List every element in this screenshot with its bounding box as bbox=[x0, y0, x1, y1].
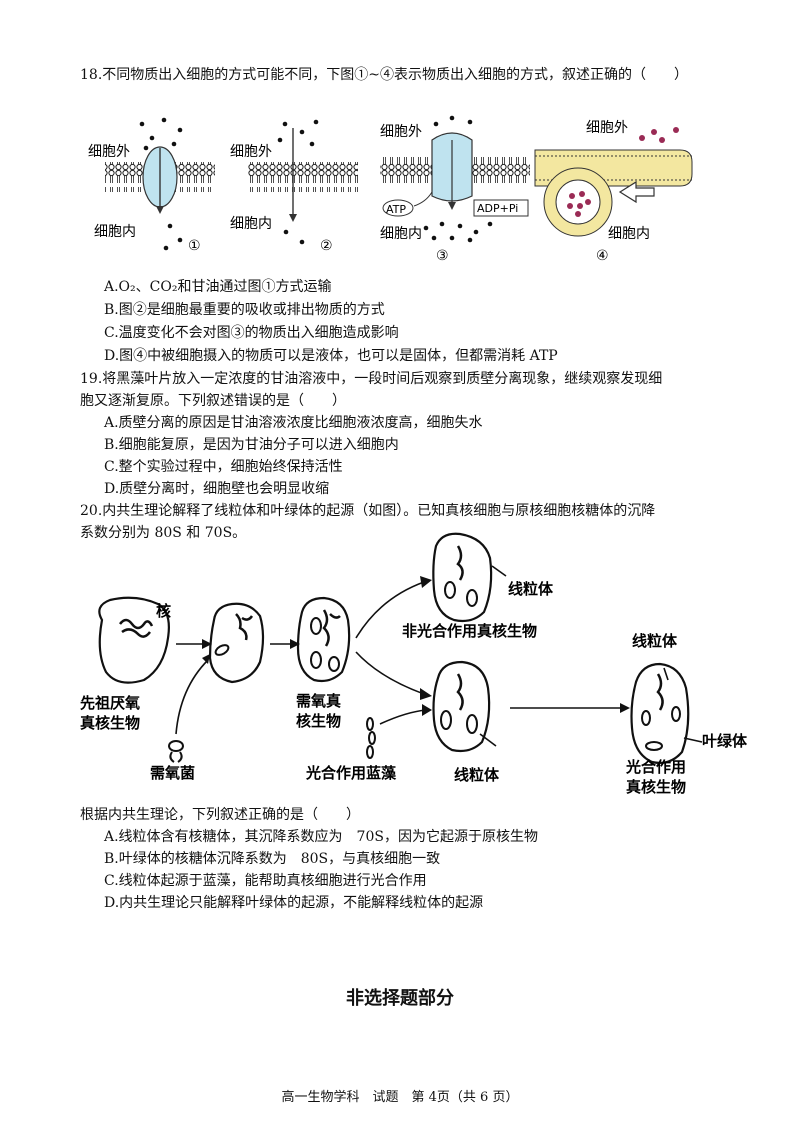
photo-eukaryote-cell bbox=[630, 662, 690, 764]
number-1: ① bbox=[188, 238, 201, 254]
lipid-bilayer bbox=[248, 162, 358, 192]
q19-stem-line2: 胞又逐渐复原。下列叙述错误的是（ ） bbox=[80, 393, 346, 409]
cyano-label: 光合作用蓝藻 bbox=[305, 764, 397, 782]
mito-right-label: 线粒体 bbox=[632, 632, 678, 650]
inside-label-1: 细胞内 bbox=[94, 224, 136, 240]
mito-mid-label: 线粒体 bbox=[454, 766, 500, 784]
q20-option-b: B.叶绿体的核糖体沉降系数为 80S，与真核细胞一致 bbox=[104, 851, 441, 867]
ancestor-cell bbox=[98, 596, 170, 684]
q19-option-b: B.细胞能复原，是因为甘油分子可以进入细胞内 bbox=[104, 437, 399, 453]
chloroplast-label: 叶绿体 bbox=[702, 732, 748, 750]
aerobic-bacterium bbox=[168, 740, 184, 763]
q18-option-c: C.温度变化不会对图③的物质出入细胞造成影响 bbox=[104, 325, 399, 341]
photo-eukaryote-label-1: 光合作用 bbox=[625, 758, 686, 776]
q20-option-d: D.内共生理论只能解释叶绿体的起源，不能解释线粒体的起源 bbox=[104, 895, 484, 911]
inside-label-3: 细胞内 bbox=[380, 226, 422, 242]
number-2: ② bbox=[320, 238, 333, 254]
q18-option-b: B.图②是细胞最重要的吸收或排出物质的方式 bbox=[104, 302, 385, 318]
q19-option-d: D.质壁分离时，细胞壁也会明显收缩 bbox=[104, 481, 330, 497]
q20-figure: 核 先祖厌氧 真核生物 需氧菌 需氧真 核生物 线粒体 非光合作用真核生物 光合… bbox=[80, 532, 748, 796]
arrow-icon bbox=[618, 180, 655, 204]
q20-sub-stem: 根据内共生理论，下列叙述正确的是（ ） bbox=[80, 807, 360, 823]
photo-eukaryote-label-2: 真核生物 bbox=[626, 778, 686, 796]
membrane-panel-3: ATP ADP+Pi 细胞外 细胞内 ③ bbox=[380, 115, 530, 264]
nucleus-ancestor bbox=[119, 618, 154, 638]
q18-option-a: A.O₂、CO₂和甘油通过图①方式运输 bbox=[104, 279, 332, 295]
q18-figure: 细胞外 细胞内 ① 细胞外 细胞内 ② bbox=[88, 115, 693, 264]
membrane-panel-2: 细胞外 细胞内 ② bbox=[230, 119, 358, 254]
aerobic-eukaryote-label-2: 核生物 bbox=[296, 712, 341, 730]
outside-label-2: 细胞外 bbox=[230, 144, 272, 160]
q18-option-d: D.图④中被细胞摄入的物质可以是液体，也可以是固体，但都需消耗 ATP bbox=[104, 348, 558, 364]
membrane-panel-4: 细胞外 细胞内 ④ bbox=[534, 120, 693, 264]
ancestor-label-1: 先祖厌氧 bbox=[80, 694, 140, 712]
engulfing-cell bbox=[208, 602, 265, 684]
q20-stem-line1: 20.内共生理论解释了线粒体和叶绿体的起源（如图）。已知真核细胞与原核细胞核糖体… bbox=[80, 503, 656, 519]
ancestor-label-2: 真核生物 bbox=[80, 714, 140, 732]
mito-top-label: 线粒体 bbox=[508, 580, 554, 598]
q19-option-c: C.整个实验过程中，细胞始终保持活性 bbox=[104, 459, 343, 475]
q19-stem-line1: 19.将黑藻叶片放入一定浓度的甘油溶液中，一段时间后观察到质壁分离现象，继续观察… bbox=[80, 371, 663, 387]
page-footer: 高一生物学科 试题 第 4页（共 6 页） bbox=[281, 1090, 519, 1105]
inside-label-2: 细胞内 bbox=[230, 216, 272, 232]
outside-label-4: 细胞外 bbox=[586, 120, 628, 136]
q20-option-c: C.线粒体起源于蓝藻，能帮助真核细胞进行光合作用 bbox=[104, 873, 427, 889]
outside-label-3: 细胞外 bbox=[380, 124, 422, 140]
aerobic-bacteria-label: 需氧菌 bbox=[150, 764, 195, 782]
outside-label-1: 细胞外 bbox=[88, 144, 130, 160]
inside-label-4: 细胞内 bbox=[608, 226, 650, 242]
nucleus-label: 核 bbox=[156, 602, 171, 620]
atp-label: ATP bbox=[386, 203, 406, 216]
nonphoto-label: 非光合作用真核生物 bbox=[402, 622, 537, 640]
aerobic-eukaryote-label-1: 需氧真 bbox=[296, 692, 341, 710]
section-title: 非选择题部分 bbox=[346, 988, 454, 1009]
q20-stem-line2: 系数分别为 80S 和 70S。 bbox=[80, 525, 247, 541]
q20-option-a: A.线粒体含有核糖体，其沉降系数应为 70S，因为它起源于原核生物 bbox=[104, 829, 538, 845]
membrane-panel-1: 细胞外 细胞内 ① bbox=[88, 117, 215, 254]
number-4: ④ bbox=[596, 248, 609, 264]
cyanobacteria bbox=[366, 717, 376, 759]
q18-stem: 18.不同物质出入细胞的方式可能不同，下图①~④表示物质出入细胞的方式，叙述正确… bbox=[80, 67, 688, 83]
q19-option-a: A.质壁分离的原因是甘油溶液浓度比细胞液浓度高，细胞失水 bbox=[104, 415, 483, 431]
number-3: ③ bbox=[436, 248, 449, 264]
adp-label: ADP+Pi bbox=[477, 202, 518, 215]
